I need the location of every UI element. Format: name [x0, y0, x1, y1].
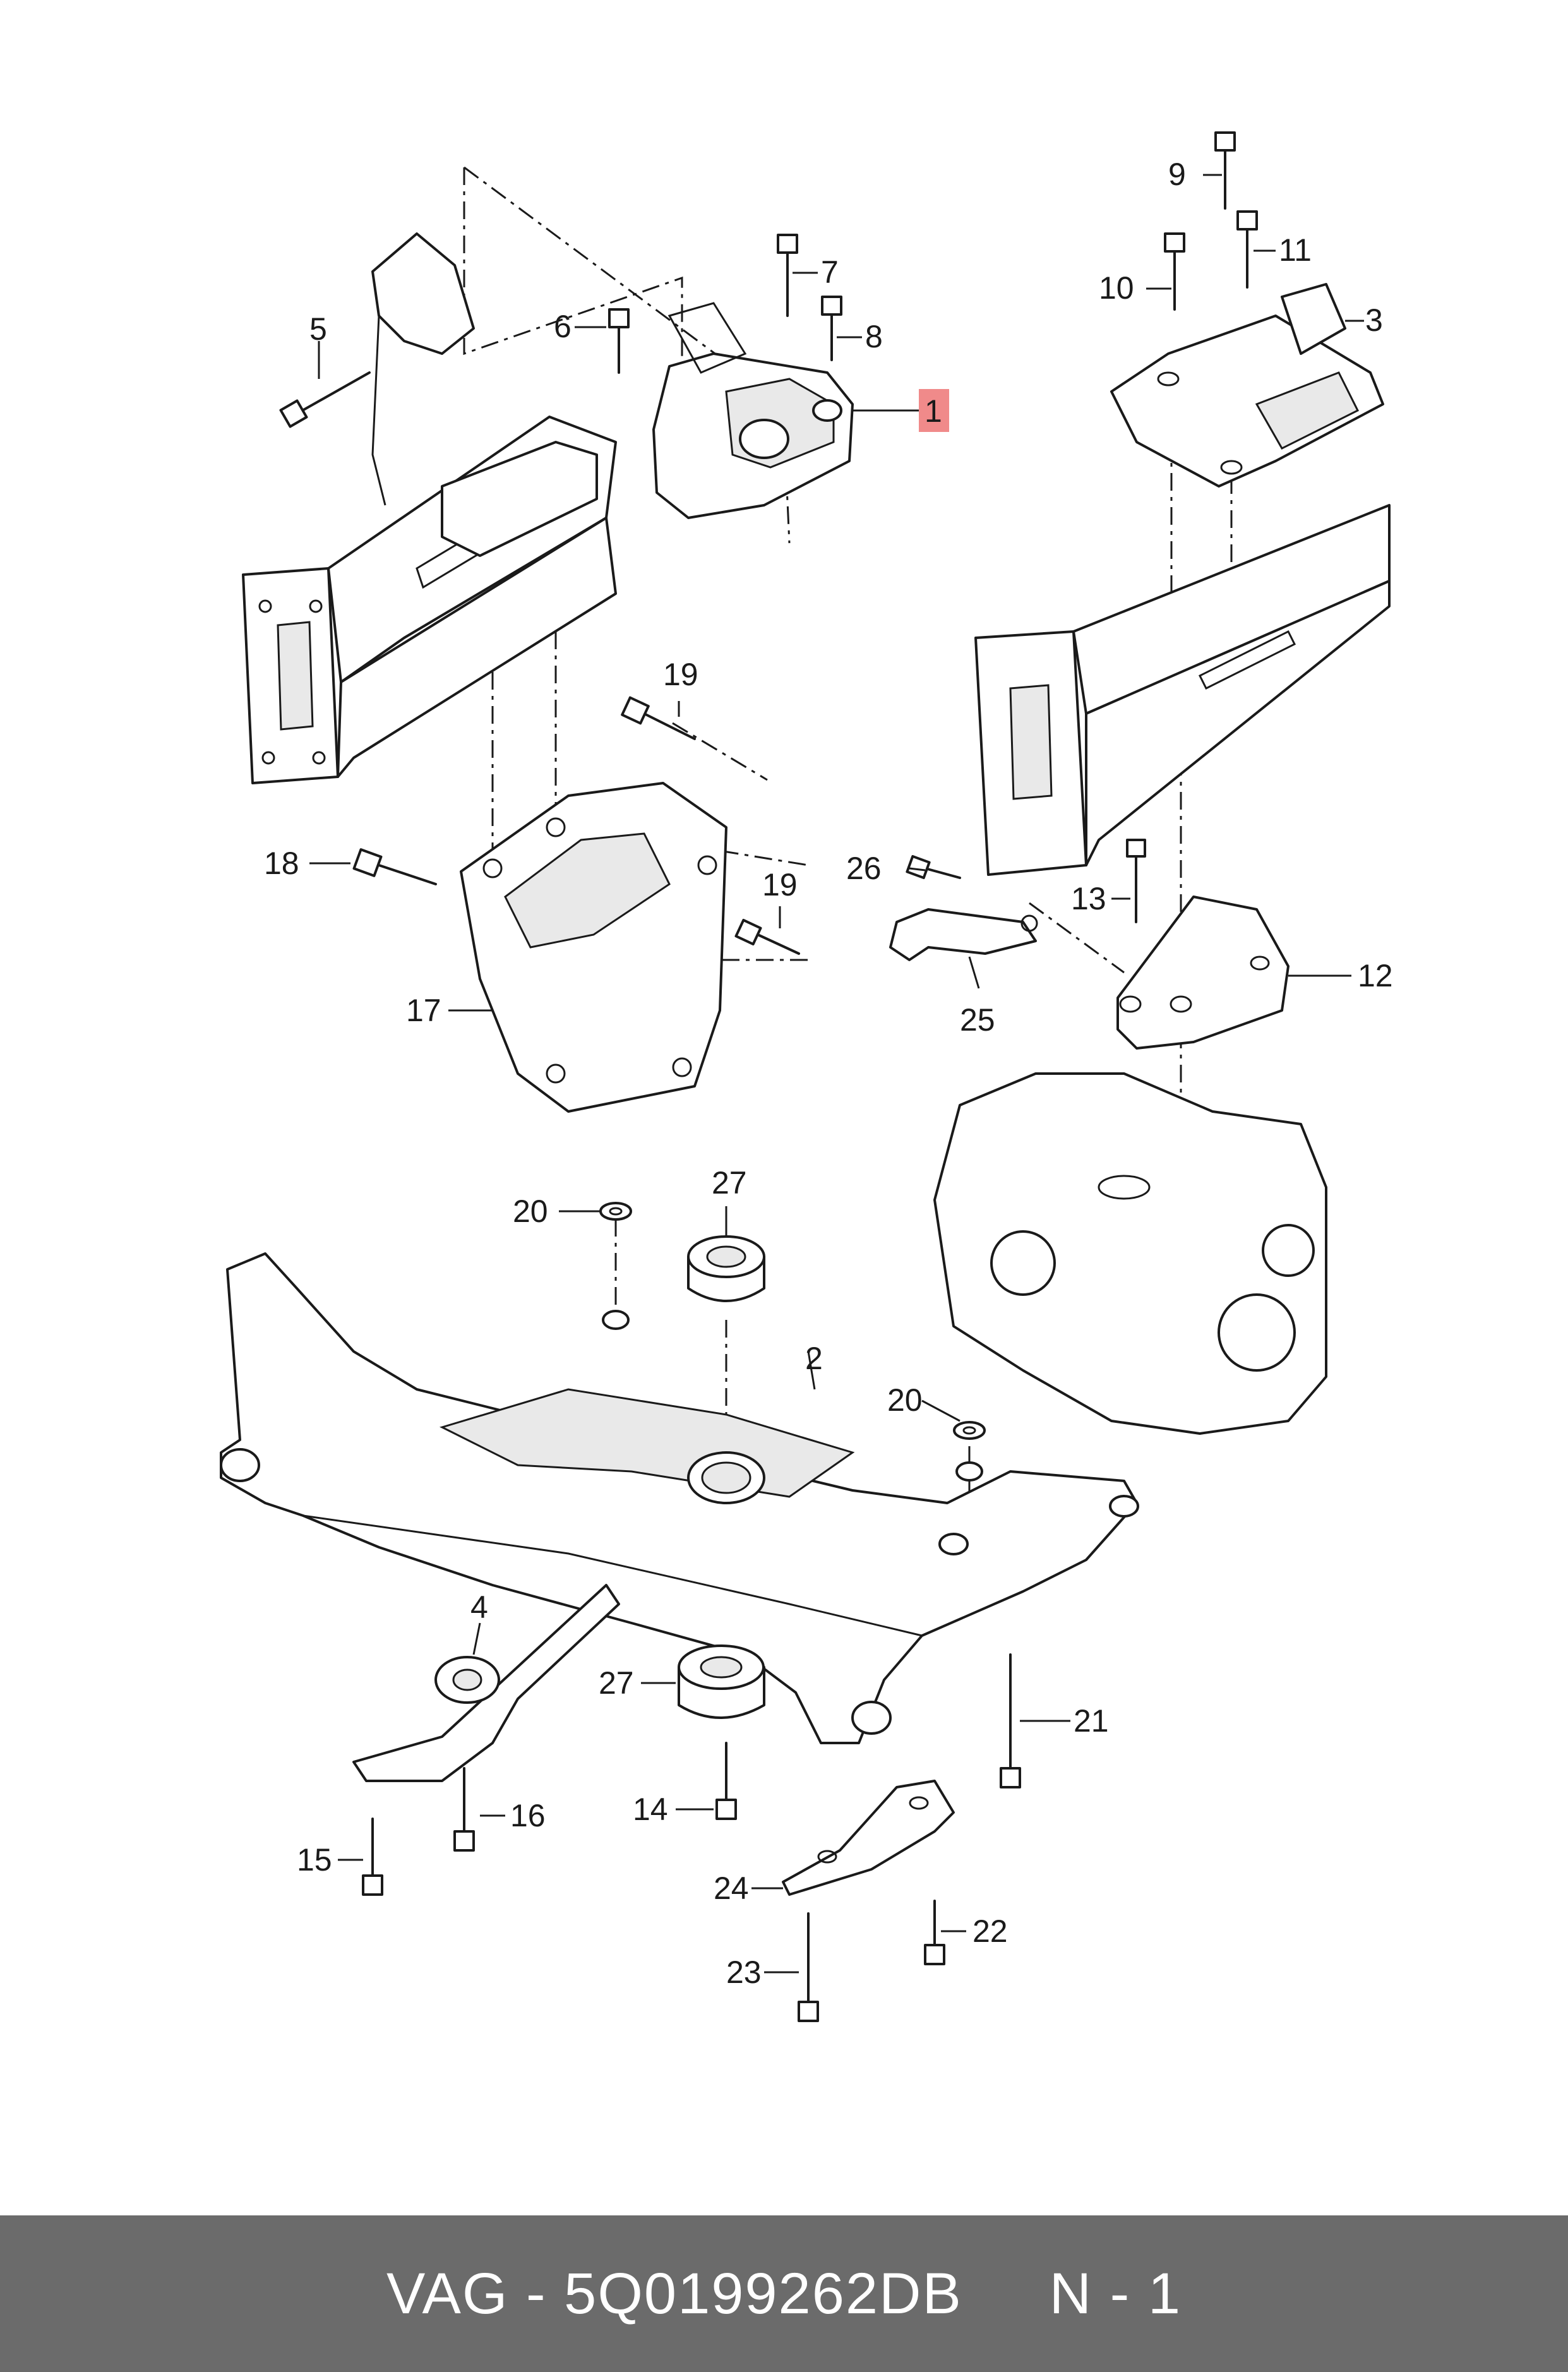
- part-number-footer: VAG - 5Q0199262DB N - 1: [0, 2215, 1568, 2372]
- label-part-20-left[interactable]: 20: [513, 1194, 548, 1229]
- part-labels: 1 2 3 4 5 6 7 8 9 10 11 12 13 14 15 16 1…: [264, 157, 1393, 1990]
- label-part-26[interactable]: 26: [846, 851, 882, 886]
- label-part-16[interactable]: 16: [510, 1798, 546, 1833]
- bolt-part-19-lower: [734, 918, 800, 955]
- bushing-part-27-lower: [678, 1644, 765, 1719]
- bolt-part-10: [1164, 232, 1185, 311]
- bolt-part-15: [362, 1818, 383, 1896]
- engine-mount-part-1: [652, 302, 854, 519]
- side-bracket: [371, 232, 475, 506]
- bolt-part-9: [1214, 131, 1236, 210]
- label-part-8[interactable]: 8: [865, 319, 883, 354]
- label-part-1[interactable]: 1: [925, 393, 942, 429]
- subframe-beam-right: [974, 504, 1391, 876]
- washer-part-20-left: [599, 1202, 632, 1221]
- bolt-part-7: [777, 234, 798, 317]
- bolt-part-21: [1000, 1653, 1021, 1788]
- bracket-part-24: [782, 1780, 955, 1896]
- label-part-11[interactable]: 11: [1279, 232, 1312, 268]
- leader-lines: [309, 174, 1364, 1974]
- bracket-part-17: [460, 782, 727, 1113]
- label-part-20-right[interactable]: 20: [887, 1382, 923, 1418]
- bolt-part-8: [821, 296, 842, 361]
- bolt-part-5: [279, 371, 371, 428]
- part-number-text: VAG - 5Q0199262DB N - 1: [386, 2261, 1182, 2326]
- label-part-25[interactable]: 25: [960, 1002, 995, 1038]
- bolt-part-16: [453, 1767, 475, 1852]
- bolt-part-22: [924, 1900, 945, 1965]
- label-part-19-lower[interactable]: 19: [762, 867, 798, 902]
- label-part-9[interactable]: 9: [1168, 157, 1186, 192]
- bolt-part-13: [1126, 839, 1146, 923]
- washer-part-20-right: [953, 1421, 986, 1440]
- label-part-21[interactable]: 21: [1074, 1703, 1109, 1739]
- label-part-10[interactable]: 10: [1099, 270, 1134, 306]
- label-part-15[interactable]: 15: [297, 1842, 332, 1878]
- label-part-22[interactable]: 22: [973, 1914, 1008, 1949]
- part-1-highlight: [919, 389, 949, 432]
- bracket-part-25: [889, 908, 1038, 961]
- label-part-5[interactable]: 5: [309, 311, 327, 347]
- bolt-part-18: [352, 848, 437, 885]
- label-part-19-upper[interactable]: 19: [663, 657, 698, 692]
- main-subframe-part-2: [220, 1252, 1139, 1744]
- label-part-17[interactable]: 17: [406, 993, 441, 1028]
- label-part-13[interactable]: 13: [1071, 881, 1106, 916]
- label-part-2[interactable]: 2: [805, 1341, 823, 1376]
- label-part-4[interactable]: 4: [470, 1590, 488, 1625]
- bolt-part-19-upper: [621, 696, 696, 740]
- gearbox-mount-part-3: [1110, 283, 1384, 488]
- label-part-23[interactable]: 23: [726, 1955, 762, 1990]
- label-part-3[interactable]: 3: [1365, 302, 1383, 338]
- bolt-part-23: [798, 1912, 819, 2022]
- label-part-24[interactable]: 24: [714, 1871, 749, 1906]
- bracket-part-12: [1116, 895, 1290, 1050]
- bolt-part-6: [608, 308, 630, 374]
- label-part-14[interactable]: 14: [633, 1792, 668, 1827]
- label-part-6[interactable]: 6: [554, 309, 572, 344]
- gearbox-housing: [933, 1072, 1327, 1435]
- bolt-part-26: [906, 854, 961, 880]
- label-part-18[interactable]: 18: [264, 846, 299, 881]
- torque-rod-part-4: [352, 1584, 620, 1782]
- label-part-7[interactable]: 7: [821, 255, 839, 290]
- label-part-27-upper[interactable]: 27: [712, 1165, 747, 1201]
- bolt-part-14: [715, 1742, 737, 1820]
- subframe-beam-left: [242, 416, 617, 784]
- label-part-27-lower[interactable]: 27: [599, 1665, 634, 1701]
- bushing-part-27-upper: [687, 1235, 765, 1302]
- label-part-12[interactable]: 12: [1358, 958, 1393, 993]
- parts-diagram: 1 2 3 4 5 6 7 8 9 10 11 12 13 14 15 16 1…: [220, 131, 1393, 2022]
- bolt-part-11: [1236, 210, 1258, 289]
